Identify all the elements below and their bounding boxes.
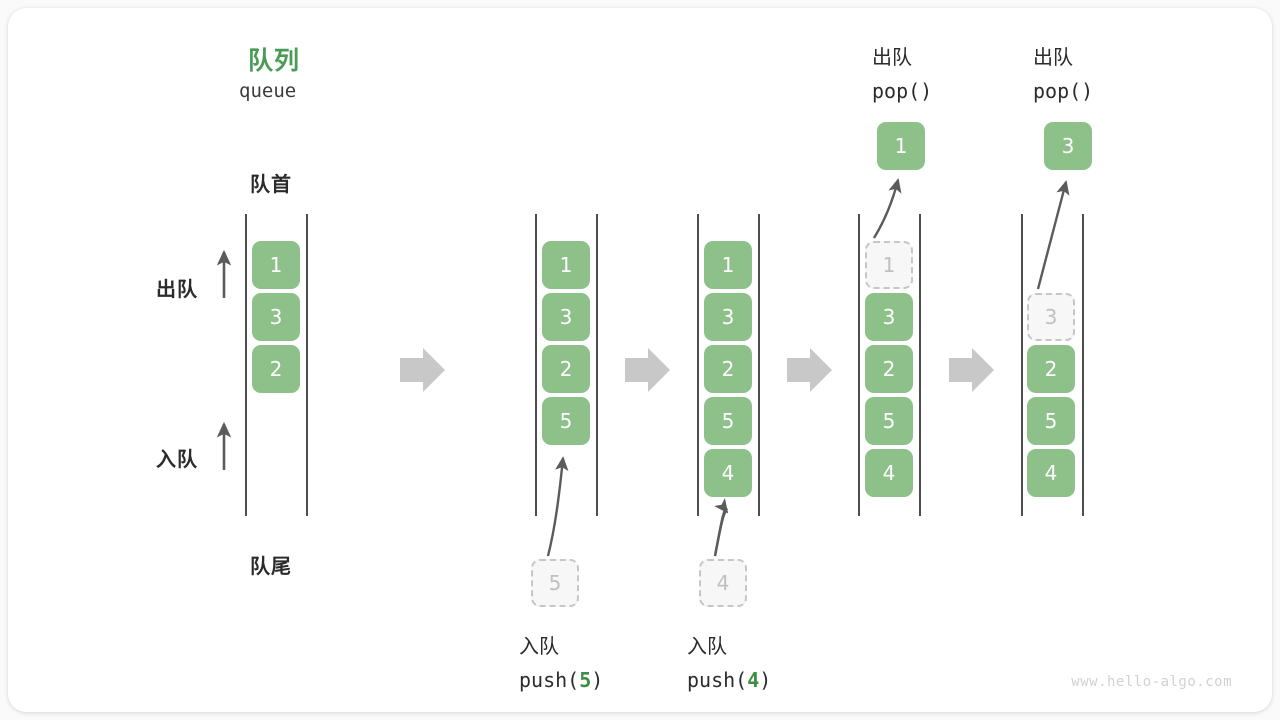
queue-cell: 1 — [542, 241, 590, 289]
page-subtitle: queue — [239, 80, 297, 102]
queue-cell: 4 — [704, 449, 752, 497]
page-title: 队列 — [248, 46, 301, 75]
queue-cell: 2 — [865, 345, 913, 393]
queue-cell: 2 — [252, 345, 300, 393]
incoming-element-ghost: 4 — [699, 559, 747, 607]
queue-rail-right — [919, 214, 921, 516]
queue-rail-right — [758, 214, 760, 516]
queue-rail-left — [1021, 214, 1023, 516]
queue-cell: 5 — [542, 397, 590, 445]
step-caption-code: push(4) — [687, 668, 772, 692]
step-caption-cn: 入队 — [519, 634, 559, 658]
queue-cell: 5 — [1027, 397, 1075, 445]
outgoing-element-ghost: 3 — [1027, 293, 1075, 341]
enqueue-direction-label: 入队 — [156, 447, 198, 471]
queue-cell: 2 — [1027, 345, 1075, 393]
step-arrow-icon — [400, 348, 445, 392]
popped-element: 1 — [877, 122, 925, 170]
step-caption-cn: 出队 — [872, 45, 912, 69]
queue-cell: 3 — [542, 293, 590, 341]
queue-cell: 2 — [542, 345, 590, 393]
queue-cell: 5 — [865, 397, 913, 445]
push-4-arrow — [713, 497, 729, 557]
incoming-element-ghost: 5 — [531, 559, 579, 607]
step-caption-cn: 入队 — [687, 634, 727, 658]
watermark: www.hello-algo.com — [1071, 674, 1232, 690]
queue-cell: 5 — [704, 397, 752, 445]
queue-cell: 2 — [704, 345, 752, 393]
queue-rail-right — [596, 214, 598, 516]
queue-rail-left — [858, 214, 860, 516]
queue-rail-left — [535, 214, 537, 516]
diagram-connectors — [216, 178, 1070, 557]
dequeue-direction-label: 出队 — [156, 277, 198, 301]
step-arrow-icon — [787, 348, 832, 392]
pop-1-arrow — [872, 178, 902, 239]
step-arrow-icon — [625, 348, 670, 392]
queue-rail-left — [697, 214, 699, 516]
step-caption-code: push(5) — [519, 668, 604, 692]
queue-cell: 1 — [704, 241, 752, 289]
diagram-card: 队列 queue 队首 队尾 出队 入队 1 3 2 1 3 2 5 5 入队 … — [8, 8, 1272, 712]
outgoing-element-ghost: 1 — [865, 241, 913, 289]
popped-element: 3 — [1044, 122, 1092, 170]
queue-cell: 4 — [865, 449, 913, 497]
push-5-arrow — [546, 456, 569, 557]
step-caption-code: pop() — [872, 79, 933, 103]
step-arrow-icon — [949, 348, 994, 392]
queue-rail-left — [245, 214, 247, 516]
step-caption-code: pop() — [1033, 79, 1094, 103]
pop-3-arrow — [1036, 180, 1070, 290]
queue-head-label: 队首 — [250, 172, 292, 196]
queue-cell: 3 — [865, 293, 913, 341]
queue-tail-label: 队尾 — [250, 554, 292, 578]
queue-cell: 4 — [1027, 449, 1075, 497]
queue-cell: 3 — [252, 293, 300, 341]
queue-rail-right — [306, 214, 308, 516]
step-caption-cn: 出队 — [1033, 45, 1073, 69]
queue-rail-right — [1082, 214, 1084, 516]
queue-cell: 1 — [252, 241, 300, 289]
queue-cell: 3 — [704, 293, 752, 341]
